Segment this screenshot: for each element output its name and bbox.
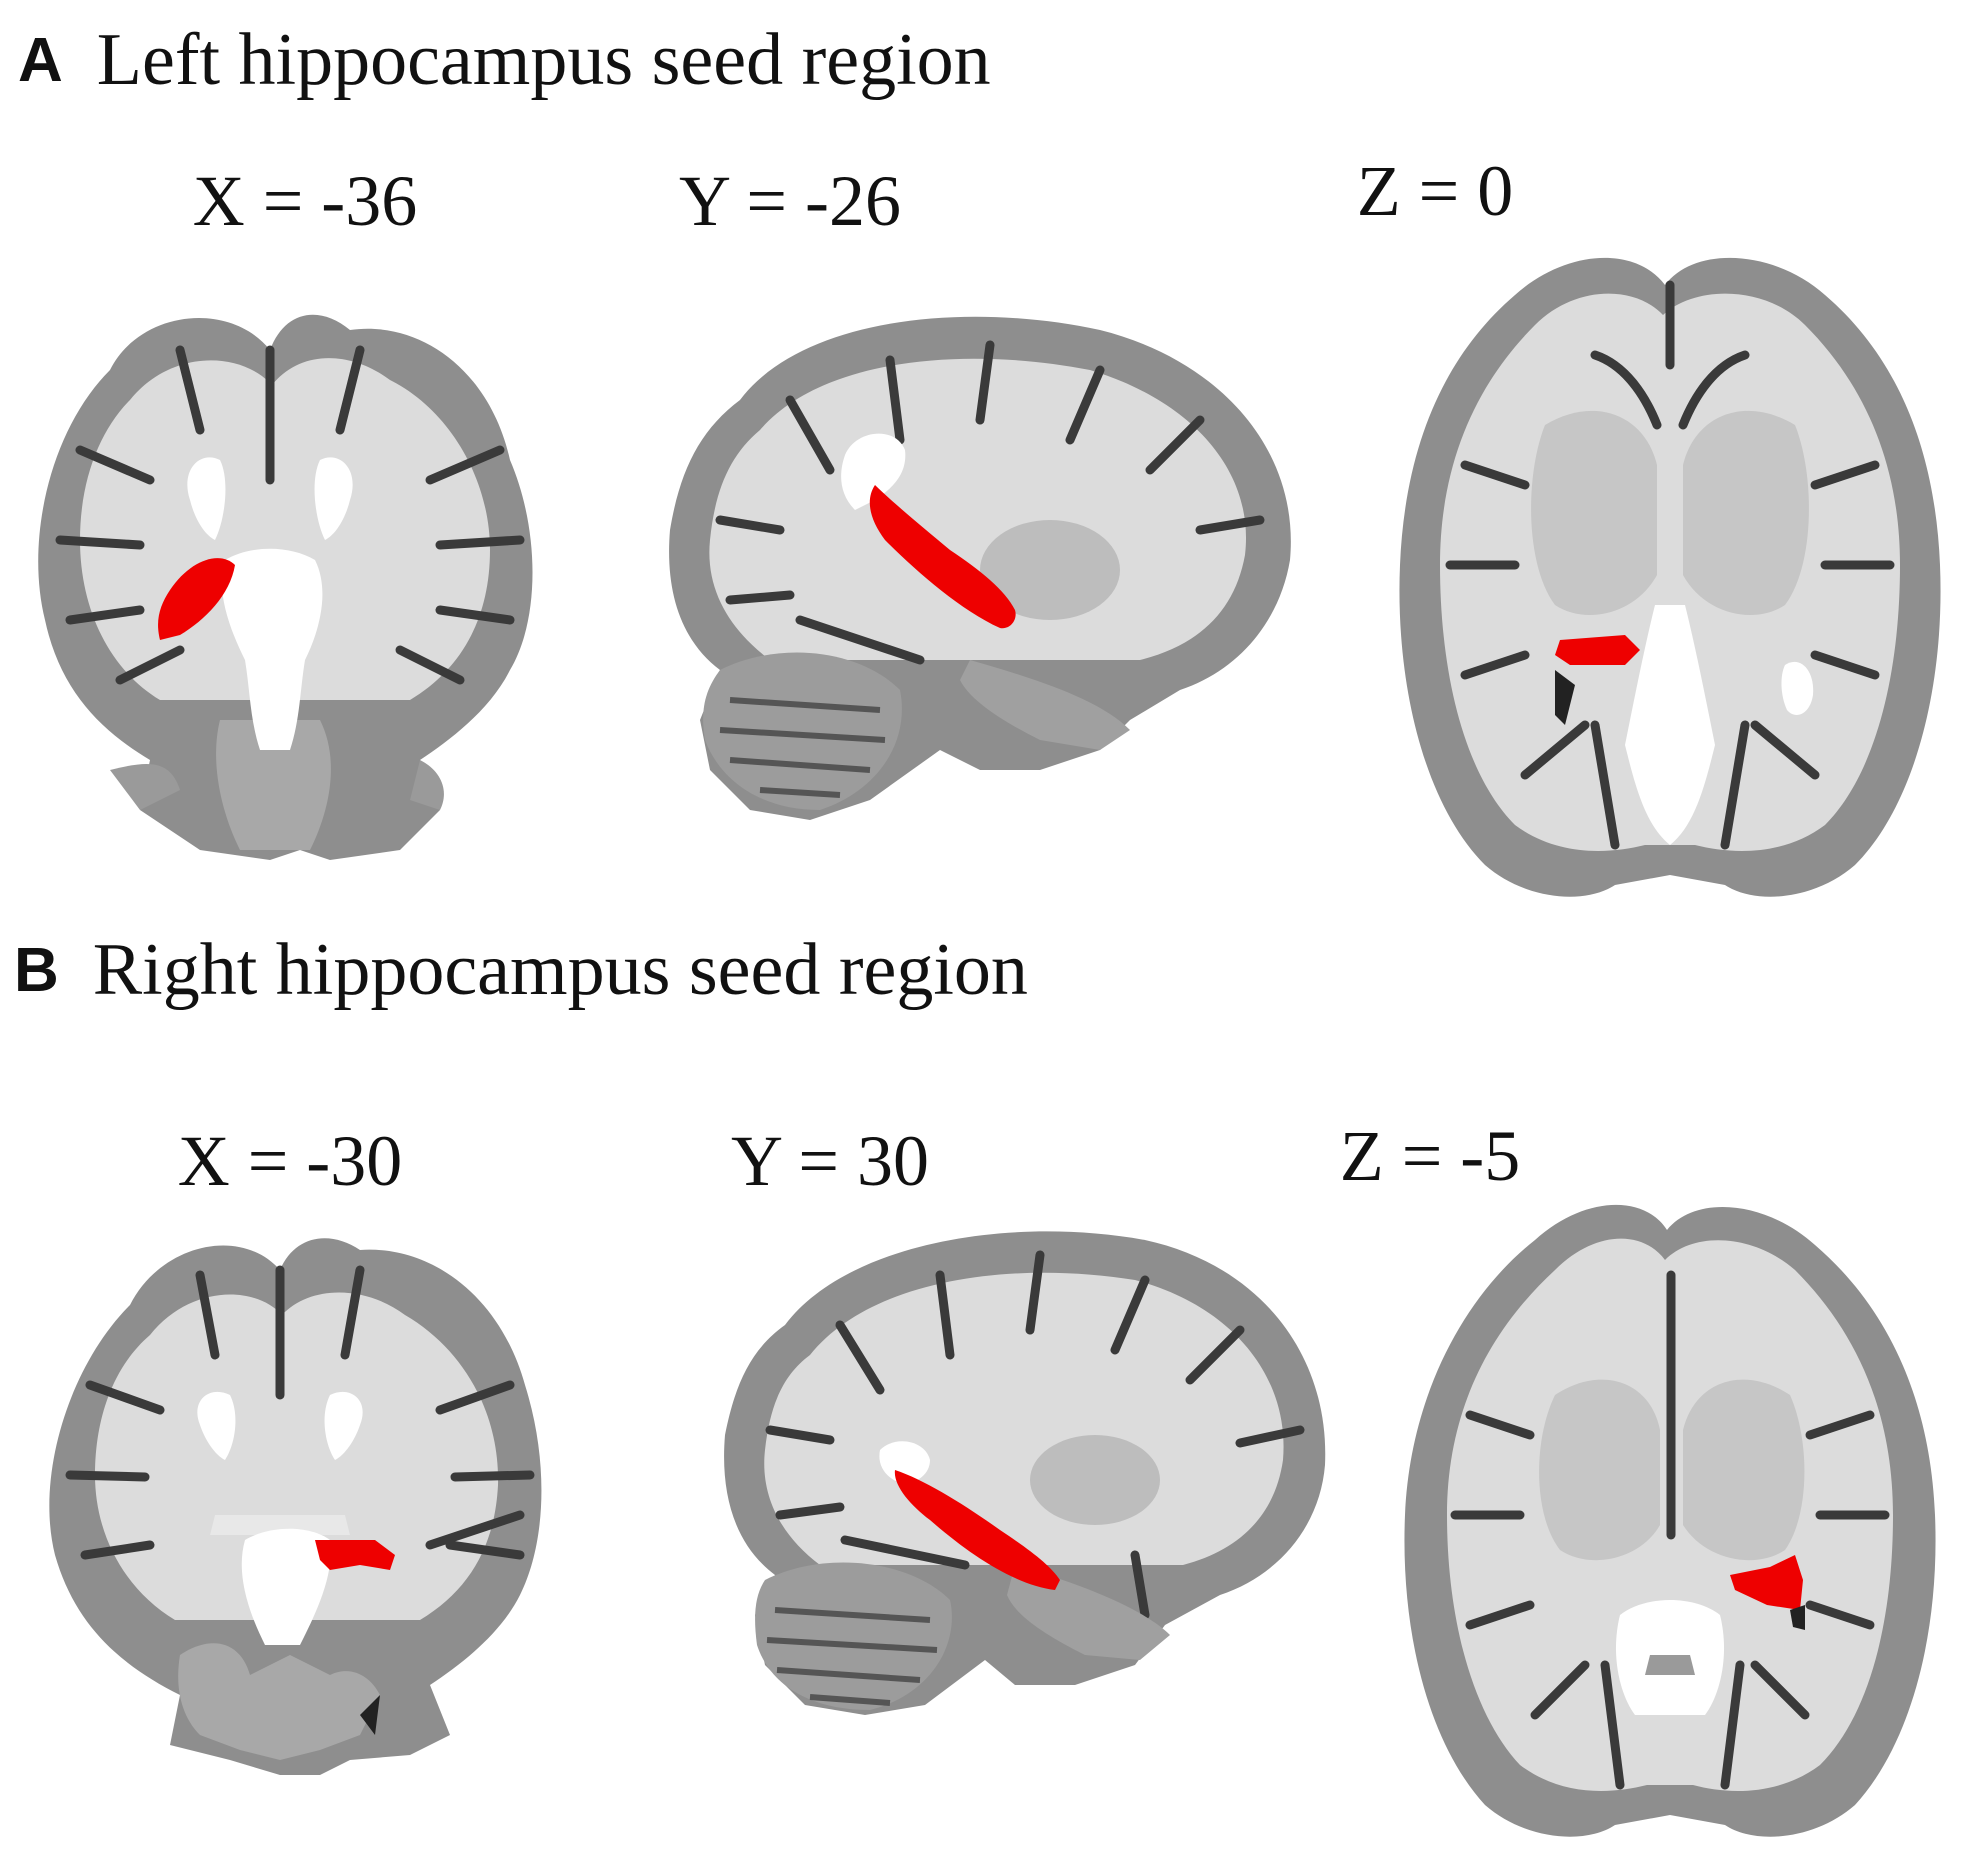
panel-a-title-text: Left hippocampus seed region — [96, 18, 991, 101]
seed-region — [158, 558, 235, 640]
panel-b-axial-slice — [1395, 1195, 1945, 1845]
panel-b-axial-label: Z = -5 — [1339, 1116, 1521, 1196]
panel-b-sagittal-slice — [715, 1215, 1335, 1725]
seed-region — [894, 1470, 1060, 1590]
panel-a-axial-label: Z = 0 — [1356, 151, 1514, 231]
panel-b-title: B Right hippocampus seed region — [14, 925, 1028, 1015]
panel-a-sagittal-slice — [660, 300, 1300, 830]
panel-b-letter: B — [14, 935, 59, 1005]
panel-a-coronal-label: X = -36 — [192, 161, 418, 241]
seed-region — [869, 485, 1016, 629]
seed-region — [315, 1540, 395, 1570]
seed-region — [1555, 635, 1640, 665]
seed-region — [1730, 1555, 1803, 1610]
panel-a-title: A Left hippocampus seed region — [18, 15, 991, 105]
panel-a-coronal-slice — [20, 290, 560, 860]
panel-a-letter: A — [18, 25, 63, 95]
panel-b-coronal-slice — [30, 1215, 570, 1775]
panel-a-sagittal-label: Y = -26 — [679, 161, 901, 241]
panel-b-coronal-label: X = -30 — [177, 1121, 403, 1201]
panel-b-sagittal-label: Y = 30 — [731, 1121, 929, 1201]
panel-a-axial-slice — [1395, 245, 1945, 905]
panel-b-title-text: Right hippocampus seed region — [92, 928, 1028, 1011]
